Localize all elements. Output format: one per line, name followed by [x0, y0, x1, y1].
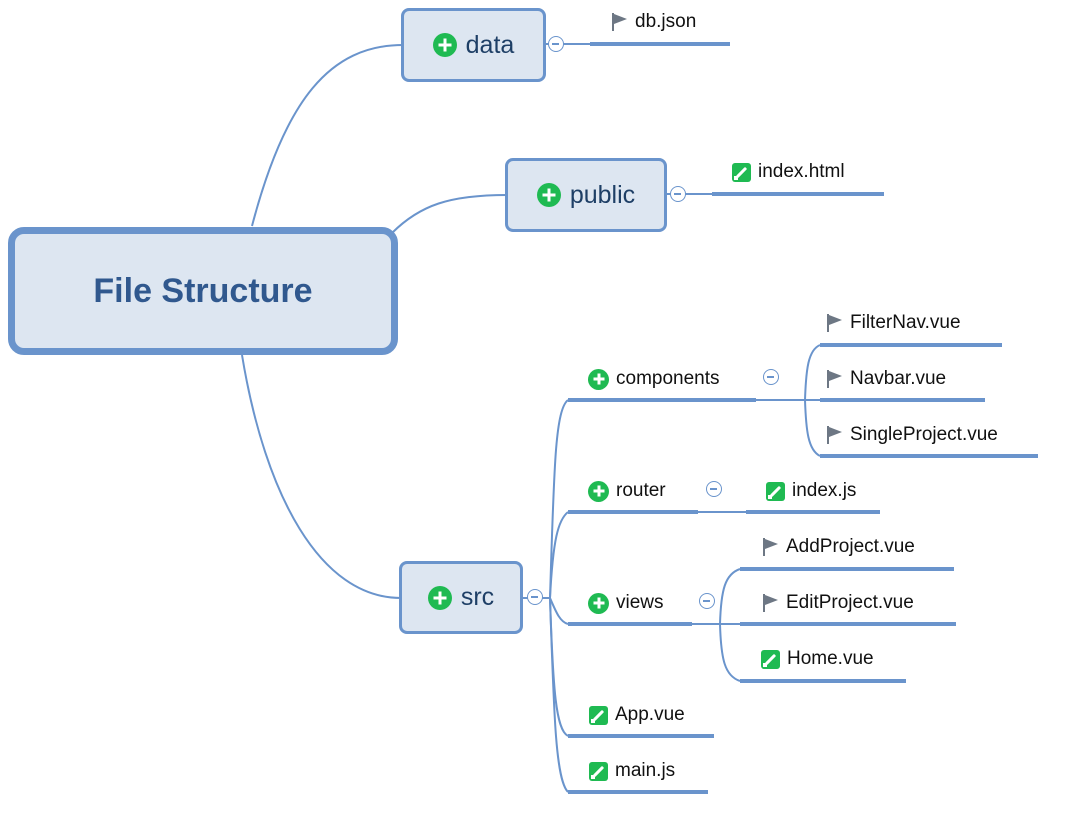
folder-views[interactable]: views	[588, 592, 664, 614]
file-label: FilterNav.vue	[850, 312, 961, 333]
folder-router[interactable]: router	[588, 480, 666, 502]
file-label: EditProject.vue	[786, 592, 914, 613]
flag-icon	[763, 594, 779, 612]
file-label: Navbar.vue	[850, 368, 947, 389]
file-editproject-vue[interactable]: EditProject.vue	[763, 592, 914, 614]
root-title: File Structure	[93, 271, 313, 310]
branch-src-label: src	[460, 583, 495, 611]
branch-public-label: public	[569, 180, 636, 209]
flag-icon	[612, 13, 628, 31]
file-label: index.js	[792, 480, 857, 501]
expand-icon[interactable]	[588, 480, 609, 502]
file-addproject-vue[interactable]: AddProject.vue	[763, 536, 915, 558]
folder-label: views	[616, 592, 664, 613]
file-label: AddProject.vue	[786, 536, 915, 557]
expand-icon[interactable]	[588, 368, 609, 390]
pencil-icon	[589, 761, 608, 781]
branch-public[interactable]: public	[505, 158, 667, 232]
file-label: App.vue	[615, 704, 685, 725]
file-label: main.js	[615, 760, 676, 781]
file-label: db.json	[635, 11, 697, 32]
pencil-icon	[766, 481, 785, 501]
expand-icon[interactable]	[588, 592, 609, 614]
collapse-icon[interactable]	[763, 369, 779, 385]
file-label: Home.vue	[787, 648, 874, 669]
root-node[interactable]: File Structure	[8, 227, 398, 355]
branch-src[interactable]: src	[399, 561, 523, 634]
pencil-icon	[761, 649, 780, 669]
file-singleproject-vue[interactable]: SingleProject.vue	[827, 424, 998, 446]
file-home-vue[interactable]: Home.vue	[761, 648, 874, 670]
expand-icon[interactable]	[432, 33, 457, 57]
collapse-icon[interactable]	[706, 481, 722, 497]
file-index-js[interactable]: index.js	[766, 480, 856, 502]
folder-label: components	[616, 368, 720, 389]
flag-icon	[827, 426, 843, 444]
pencil-icon	[732, 162, 751, 182]
branch-data[interactable]: data	[401, 8, 546, 82]
file-index-html[interactable]: index.html	[732, 161, 845, 183]
folder-label: router	[616, 480, 666, 501]
collapse-icon[interactable]	[548, 36, 564, 52]
flag-icon	[827, 314, 843, 332]
collapse-icon[interactable]	[670, 186, 686, 202]
branch-data-label: data	[465, 30, 515, 59]
file-navbar-vue[interactable]: Navbar.vue	[827, 368, 946, 390]
file-main-js[interactable]: main.js	[589, 760, 675, 782]
pencil-icon	[589, 705, 608, 725]
expand-icon[interactable]	[536, 183, 561, 207]
file-label: index.html	[758, 161, 845, 182]
file-filternav-vue[interactable]: FilterNav.vue	[827, 312, 961, 334]
collapse-icon[interactable]	[527, 589, 543, 605]
folder-components[interactable]: components	[588, 368, 720, 390]
expand-icon[interactable]	[427, 585, 452, 610]
flag-icon	[763, 538, 779, 556]
collapse-icon[interactable]	[699, 593, 715, 609]
file-label: SingleProject.vue	[850, 424, 998, 445]
flag-icon	[827, 370, 843, 388]
file-app-vue[interactable]: App.vue	[589, 704, 685, 726]
file-db-json[interactable]: db.json	[612, 11, 696, 33]
